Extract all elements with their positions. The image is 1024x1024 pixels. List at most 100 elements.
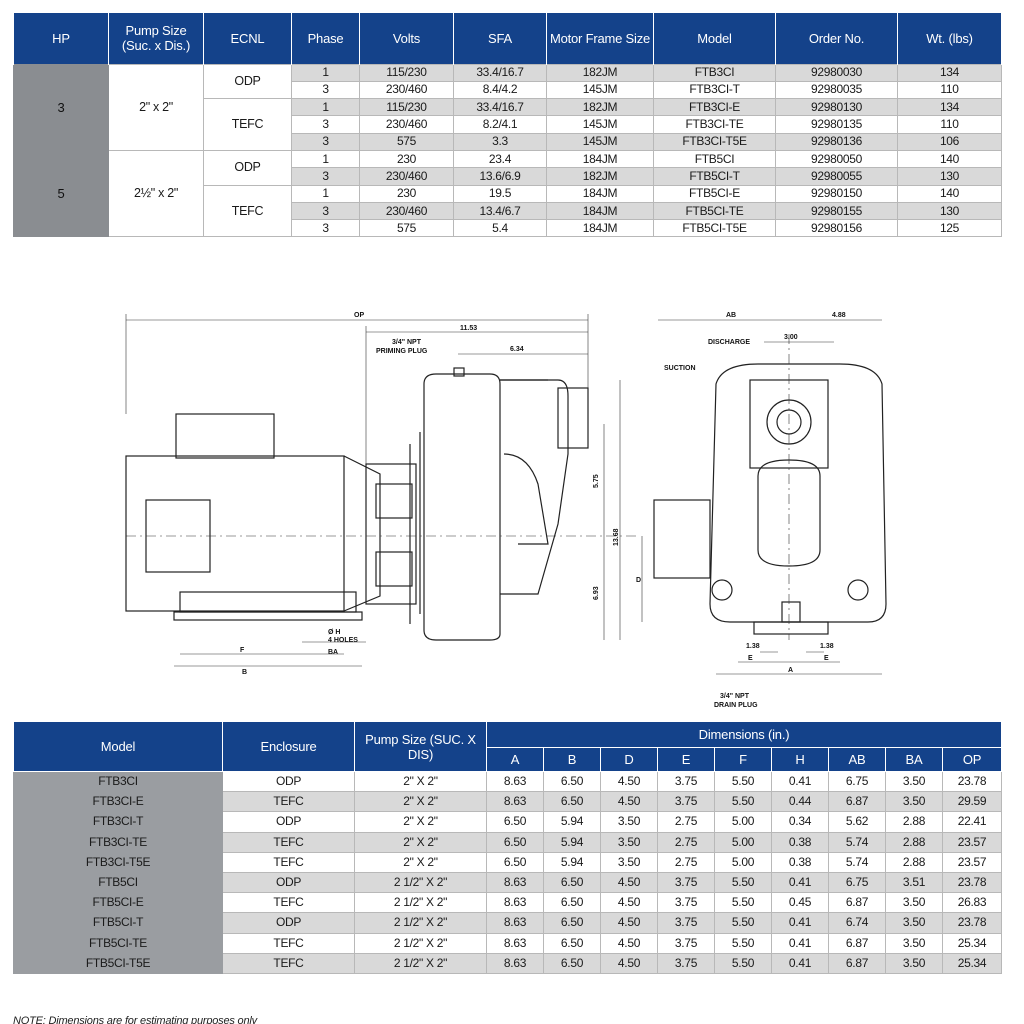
volts-cell: 230/460 bbox=[359, 201, 454, 221]
pump-adapter bbox=[365, 444, 417, 624]
dim-cell-ab: 5.74 bbox=[828, 831, 886, 853]
header-dim-d: D bbox=[600, 747, 658, 772]
model-cell: FTB3CI-TE bbox=[653, 115, 776, 134]
dim-cell-model: FTB5CI bbox=[13, 871, 223, 894]
dim-cell-e: 3.75 bbox=[657, 892, 715, 914]
dim-cell-d: 4.50 bbox=[600, 892, 658, 914]
label-dim-1-38-left: 1.38 bbox=[746, 643, 760, 650]
dim-cell-f: 5.50 bbox=[714, 932, 772, 954]
dim-cell-ab: 6.75 bbox=[828, 871, 886, 894]
volts-cell: 230/460 bbox=[359, 80, 454, 100]
order-no-cell: 92980150 bbox=[775, 184, 898, 203]
enclosure-cell: ODP bbox=[203, 149, 292, 186]
pump-front-view bbox=[653, 363, 887, 635]
dim-cell-f: 5.50 bbox=[714, 770, 772, 793]
dim-cell-op: 23.57 bbox=[941, 831, 1003, 853]
frame-cell: 184JM bbox=[546, 201, 654, 221]
dim-cell-b: 6.50 bbox=[543, 952, 601, 974]
header-model: Model bbox=[653, 13, 776, 64]
dim-cell-model: FTB5CI-TE bbox=[13, 932, 223, 954]
header-volts: Volts bbox=[359, 13, 454, 64]
dim-cell-a: 8.63 bbox=[486, 770, 544, 793]
dim-cell-h: 0.38 bbox=[771, 851, 829, 873]
dim-cell-d: 3.50 bbox=[600, 811, 658, 833]
dim-cell-ba: 3.51 bbox=[885, 871, 943, 894]
pump-dimension-drawing: OP 11.53 3/4" NPT PRIMING PLUG 6.34 5.75… bbox=[125, 312, 887, 709]
header-dim-ab: AB bbox=[828, 747, 886, 772]
label-dim-6-93: 6.93 bbox=[593, 586, 600, 600]
dim-cell-model: FTB3CI-T5E bbox=[13, 851, 223, 873]
model-cell: FTB3CI-E bbox=[653, 98, 776, 117]
model-cell: FTB5CI bbox=[653, 149, 776, 169]
dim-cell-b: 6.50 bbox=[543, 912, 601, 934]
model-cell: FTB5CI-T bbox=[653, 167, 776, 186]
volts-cell: 115/230 bbox=[359, 63, 454, 82]
sfa-cell: 3.3 bbox=[453, 132, 547, 151]
dim-cell-b: 6.50 bbox=[543, 932, 601, 954]
dim-cell-ba: 3.50 bbox=[885, 952, 943, 974]
dim-cell-b: 5.94 bbox=[543, 811, 601, 833]
dim-cell-ab: 6.74 bbox=[828, 912, 886, 934]
dim-cell-e: 3.75 bbox=[657, 791, 715, 813]
weight-cell: 110 bbox=[897, 115, 1002, 134]
header-pump-size: Pump Size (Suc. x Dis.) bbox=[108, 13, 204, 64]
header-model: Model bbox=[13, 721, 223, 772]
model-cell: FTB5CI-E bbox=[653, 184, 776, 203]
estimating-note: NOTE: Dimensions are for estimating purp… bbox=[13, 1015, 257, 1024]
dim-cell-pump-size: 2" X 2" bbox=[354, 851, 487, 873]
sfa-cell: 13.6/6.9 bbox=[453, 167, 547, 186]
header-phase: Phase bbox=[291, 13, 360, 64]
dim-cell-ab: 6.87 bbox=[828, 791, 886, 813]
label-ba: BA bbox=[328, 649, 338, 656]
label-priming-plug-2: PRIMING PLUG bbox=[376, 348, 428, 355]
label-dim-13-68: 13.68 bbox=[613, 528, 620, 546]
dim-cell-pump-size: 2" X 2" bbox=[354, 791, 487, 813]
phase-cell: 3 bbox=[291, 167, 360, 186]
volts-cell: 230/460 bbox=[359, 167, 454, 186]
dim-cell-enclosure: TEFC bbox=[222, 892, 355, 914]
dim-cell-d: 4.50 bbox=[600, 770, 658, 793]
dim-cell-ba: 2.88 bbox=[885, 851, 943, 873]
model-cell: FTB3CI-T bbox=[653, 80, 776, 100]
label-dim-4-88: 4.88 bbox=[832, 312, 846, 319]
dim-cell-ba: 2.88 bbox=[885, 811, 943, 833]
dim-cell-ba: 3.50 bbox=[885, 912, 943, 934]
frame-cell: 145JM bbox=[546, 132, 654, 151]
dim-cell-model: FTB5CI-E bbox=[13, 892, 223, 914]
dim-cell-op: 23.78 bbox=[941, 871, 1003, 894]
label-hole-1: Ø H bbox=[328, 629, 340, 636]
dim-cell-a: 6.50 bbox=[486, 811, 544, 833]
dim-cell-d: 4.50 bbox=[600, 912, 658, 934]
label-drain-plug-1: 3/4" NPT bbox=[720, 693, 750, 700]
weight-cell: 125 bbox=[897, 219, 1002, 238]
dim-cell-op: 29.59 bbox=[941, 791, 1003, 813]
label-dim-6-34: 6.34 bbox=[510, 346, 524, 353]
order-no-cell: 92980135 bbox=[775, 115, 898, 134]
dim-cell-a: 6.50 bbox=[486, 831, 544, 853]
dim-cell-e: 2.75 bbox=[657, 811, 715, 833]
header-enclosure: Enclosure bbox=[222, 721, 355, 772]
order-no-cell: 92980055 bbox=[775, 167, 898, 186]
dim-cell-h: 0.41 bbox=[771, 952, 829, 974]
dim-cell-ab: 6.87 bbox=[828, 932, 886, 954]
label-e-left: E bbox=[748, 655, 753, 662]
dim-cell-enclosure: ODP bbox=[222, 912, 355, 934]
pump-size-cell: 2" x 2" bbox=[108, 63, 204, 151]
phase-cell: 3 bbox=[291, 219, 360, 238]
dim-cell-d: 4.50 bbox=[600, 871, 658, 894]
enclosure-cell: TEFC bbox=[203, 184, 292, 238]
dim-cell-d: 4.50 bbox=[600, 952, 658, 974]
sfa-cell: 33.4/16.7 bbox=[453, 63, 547, 82]
enclosure-cell: ODP bbox=[203, 63, 292, 100]
label-discharge: DISCHARGE bbox=[708, 339, 750, 346]
dim-cell-f: 5.50 bbox=[714, 871, 772, 894]
dim-cell-f: 5.50 bbox=[714, 791, 772, 813]
model-cell: FTB3CI-T5E bbox=[653, 132, 776, 151]
header-dim-b: B bbox=[543, 747, 601, 772]
dim-cell-op: 25.34 bbox=[941, 952, 1003, 974]
